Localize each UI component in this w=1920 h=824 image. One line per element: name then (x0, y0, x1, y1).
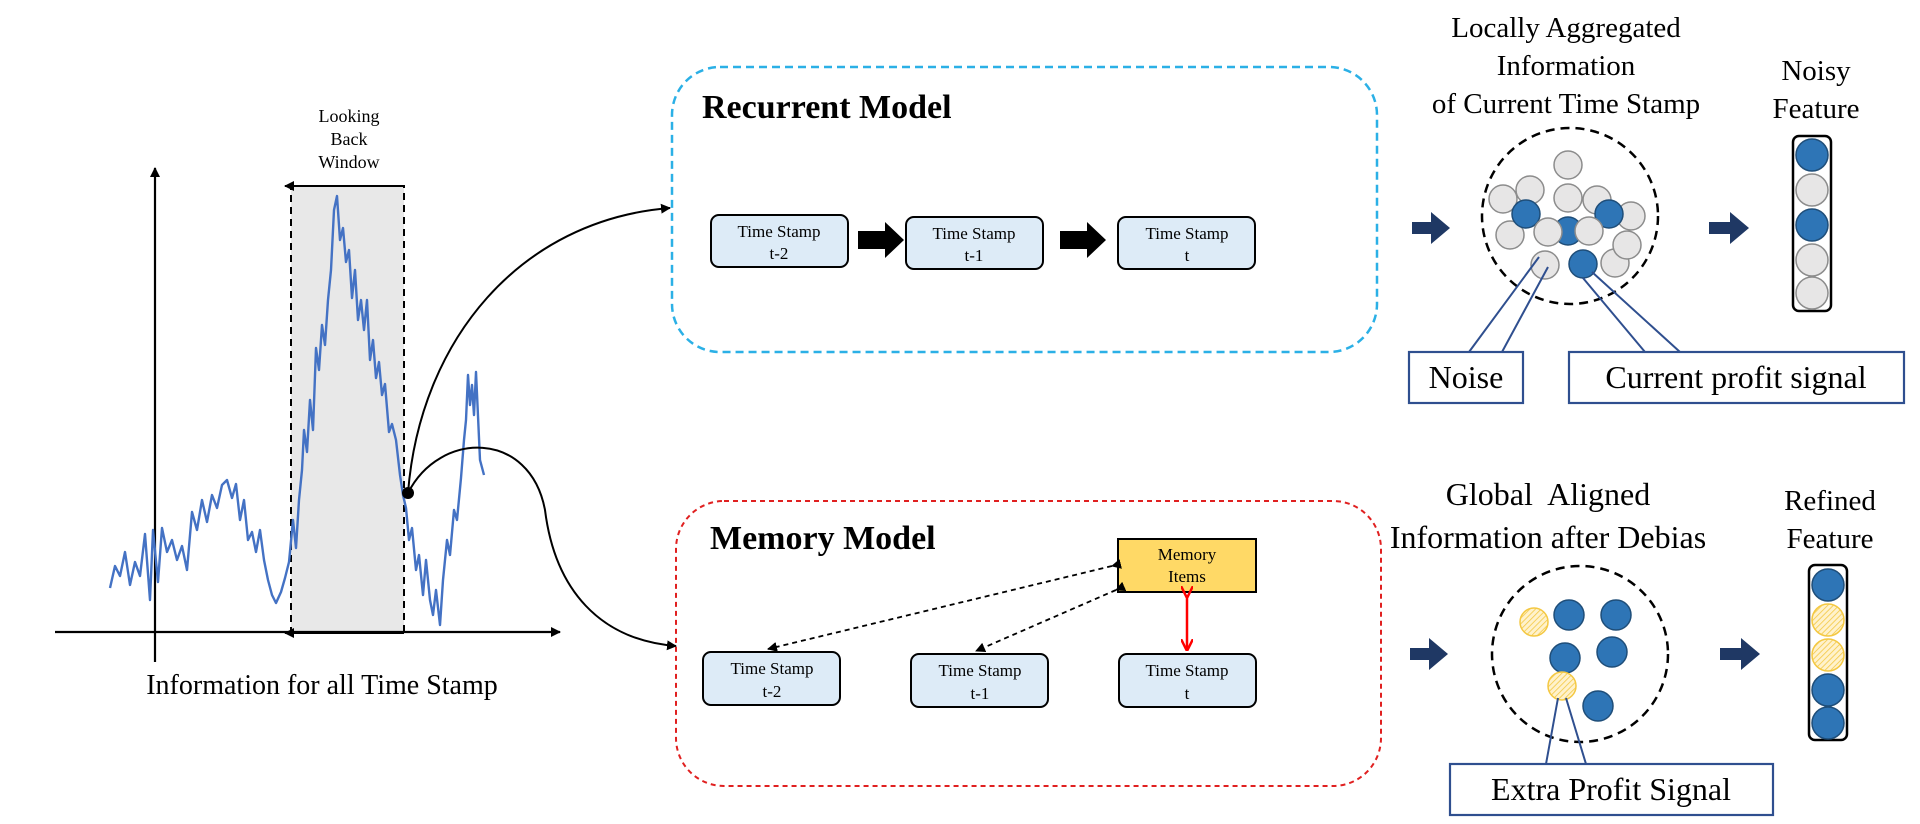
time-series-panel: Looking Back Window Information for all … (55, 106, 561, 701)
refined-feature-line2: Feature (1787, 523, 1874, 555)
recurrent-stamp-t-2-line2: t-2 (770, 244, 789, 263)
signal-callout-label: Current profit signal (1605, 359, 1866, 395)
recurrent-stamp-t-line1: Time Stamp (1146, 224, 1229, 243)
local-heading-line2: Information (1497, 50, 1636, 82)
grey-node (1553, 183, 1583, 213)
recurrent-stamp-t-2-line1: Time Stamp (738, 222, 821, 241)
global-heading-line1: Global Aligned (1446, 476, 1650, 512)
grey-node (1495, 220, 1525, 250)
window-label-line2: Back (331, 129, 368, 149)
recurrent-stamp-t-1 (905, 216, 1044, 270)
grey-node (1488, 184, 1518, 214)
memory-stamp-t (1118, 653, 1257, 708)
noise-callout-label: Noise (1429, 359, 1504, 395)
global-alignment-panel: Global Aligned Information after Debias … (1390, 476, 1876, 817)
refined-feature-line1: Refined (1784, 485, 1876, 517)
memory-stamp-t-2-line1: Time Stamp (731, 659, 814, 678)
grey-node (1530, 250, 1560, 280)
time-series-caption: Information for all Time Stamp (146, 670, 498, 701)
memory-link-t-2 (767, 559, 1122, 652)
blue-node (1594, 199, 1624, 229)
recurrent-stamp-t-1-line1: Time Stamp (933, 224, 1016, 243)
extra-callout-box (1448, 762, 1775, 817)
feature-slot-grey (1795, 243, 1829, 277)
bottom-arrow-in (1410, 638, 1448, 670)
signal-callout-pointer (1582, 271, 1681, 353)
signal-curve (108, 194, 486, 627)
signal-callout-box (1567, 350, 1906, 405)
recurrent-stamp-t (1117, 216, 1256, 270)
grey-node (1553, 150, 1583, 180)
memory-stamp-t-1-line2: t-1 (971, 684, 990, 703)
feature-slot-blue (1795, 208, 1829, 242)
memory-stamp-t-line1: Time Stamp (1146, 661, 1229, 680)
memory-stamp-t-2-line2: t-2 (763, 682, 782, 701)
yellow-node (1547, 671, 1577, 701)
feature-slot-blue (1811, 706, 1845, 740)
memory-stamp-t-2 (702, 651, 841, 706)
memory-link-t-1 (975, 581, 1127, 652)
feature-slot-grey (1795, 276, 1829, 310)
grey-node (1612, 230, 1642, 260)
local-heading-line3: of Current Time Stamp (1432, 88, 1700, 120)
blue-node (1582, 690, 1614, 722)
memory-stamp-t-1 (910, 653, 1049, 708)
memory-model-border (675, 500, 1382, 787)
recurrent-arrow-1 (858, 222, 904, 258)
window-label-line1: Looking (319, 106, 380, 126)
connector-to-memory (407, 446, 677, 651)
recurrent-stamp-t-2 (710, 214, 849, 268)
noise-callout-pointer (1468, 256, 1549, 353)
blue-node (1553, 599, 1585, 631)
top-arrow-out (1709, 212, 1749, 244)
memory-model-title: Memory Model (710, 520, 936, 557)
recurrent-stamp-t-1-line2: t-1 (965, 246, 984, 265)
memory-stamp-t-1-line1: Time Stamp (939, 661, 1022, 680)
grey-node (1533, 217, 1563, 247)
memory-model-panel: Memory Model Memory Items Time Stamp t-2… (675, 500, 1382, 787)
top-arrow-in (1412, 212, 1450, 244)
recurrent-model-panel: Recurrent Model Time Stamp t-2 Time Stam… (670, 65, 1379, 354)
local-cluster-ring (1480, 126, 1660, 306)
memory-items-line2: Items (1168, 567, 1206, 586)
grey-node (1515, 175, 1545, 205)
recurrent-model-title: Recurrent Model (702, 89, 952, 126)
connector-to-recurrent (407, 203, 671, 494)
extra-callout-pointer (1545, 697, 1587, 765)
noisy-feature-line1: Noisy (1781, 55, 1851, 87)
local-heading-line1: Locally Aggregated (1451, 12, 1681, 44)
bottom-arrow-out (1720, 638, 1760, 670)
extra-callout-label: Extra Profit Signal (1491, 771, 1731, 807)
recurrent-arrow-2 (1060, 222, 1106, 258)
feature-slot-grey (1795, 173, 1829, 207)
local-aggregation-panel: Locally Aggregated Information of Curren… (1407, 12, 1906, 405)
memory-items-line1: Memory (1158, 545, 1217, 564)
feature-slot-blue (1811, 673, 1845, 707)
recurrent-model-border (670, 65, 1379, 354)
yellow-node (1519, 607, 1549, 637)
feature-slot-yellow (1811, 603, 1845, 637)
blue-node (1511, 199, 1541, 229)
grey-node (1574, 216, 1604, 246)
blue-node (1549, 642, 1581, 674)
feature-slot-blue (1795, 138, 1829, 172)
global-heading-line2: Information after Debias (1390, 519, 1706, 555)
blue-node (1596, 636, 1628, 668)
feature-slot-yellow (1811, 638, 1845, 672)
memory-stamp-t-line2: t (1185, 684, 1190, 703)
recurrent-stamp-t-line2: t (1185, 246, 1190, 265)
noise-callout-box (1407, 350, 1525, 405)
feature-slot-blue (1811, 568, 1845, 602)
blue-node (1600, 599, 1632, 631)
noisy-feature-line2: Feature (1773, 93, 1860, 125)
window-label-line3: Window (318, 152, 379, 172)
